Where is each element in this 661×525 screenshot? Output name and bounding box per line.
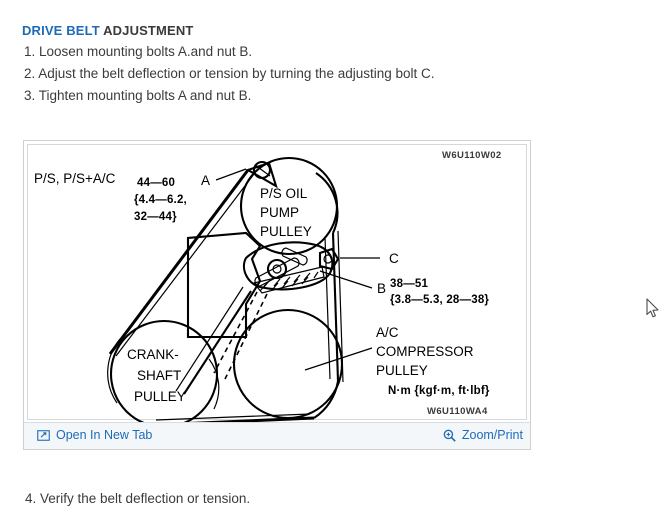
procedure-step-list: 1. Loosen mounting bolts A.and nut B. 2.… (24, 41, 624, 107)
crankshaft-pulley-line2: SHAFT (137, 368, 181, 383)
ps-pump-pulley-line2: PUMP (260, 205, 299, 220)
torque-b-line2: {3.8—5.3, 28—38} (390, 294, 489, 306)
figure-code-top: W6U110W02 (442, 150, 502, 161)
open-in-new-tab-label: Open In New Tab (56, 428, 153, 442)
external-window-icon (37, 429, 50, 442)
torque-a-line3: 32—44} (134, 211, 177, 223)
torque-a-line1: 44—60 (137, 177, 175, 189)
ac-pulley-line1: A/C (376, 325, 399, 340)
ac-pulley-line3: PULLEY (376, 363, 428, 378)
page-title-highlight: DRIVE BELT (22, 23, 100, 38)
drive-belt-routing-diagram: W6U110W02 P/S, P/S+A/C 44—60 {4.4—6.2, 3… (34, 150, 502, 423)
torque-units-note: N·m {kgf·m, ft·lbf} (388, 385, 490, 397)
figure-container: W6U110W02 P/S, P/S+A/C 44—60 {4.4—6.2, 3… (23, 140, 531, 450)
zoom-print-label: Zoom/Print (461, 428, 523, 442)
procedure-step-2: 2. Adjust the belt deflection or tension… (24, 66, 435, 81)
figure-image[interactable]: W6U110W02 P/S, P/S+A/C 44—60 {4.4—6.2, 3… (24, 141, 530, 423)
mouse-cursor (646, 298, 660, 319)
callout-b-label: B (377, 281, 386, 296)
ps-pump-pulley-line1: P/S OIL (260, 186, 308, 201)
procedure-step-4: 4. Verify the belt deflection or tension… (25, 491, 251, 506)
figure-code-bottom: W6U110WA4 (427, 406, 488, 417)
torque-b-line1: 38—51 (390, 278, 428, 290)
torque-a-line2: {4.4—6.2, (134, 194, 187, 206)
callout-c-label: C (389, 251, 399, 266)
ps-pump-pulley-line3: PULLEY (260, 224, 312, 239)
config-label: P/S, P/S+A/C (34, 171, 116, 186)
page-title-rest: ADJUSTMENT (99, 23, 194, 38)
crankshaft-pulley-line3: PULLEY (134, 389, 186, 404)
figure-toolbar: Open In New Tab Zoom/Print (24, 422, 530, 449)
ac-pulley-line2: COMPRESSOR (376, 344, 474, 359)
open-in-new-tab-button[interactable]: Open In New Tab (37, 428, 152, 442)
crankshaft-pulley-line1: CRANK- (127, 347, 179, 362)
procedure-step-3: 3. Tighten mounting bolts A and nut B. (24, 88, 252, 103)
callout-a-label: A (201, 173, 210, 188)
procedure-step-1: 1. Loosen mounting bolts A.and nut B. (24, 44, 253, 59)
page-title: DRIVE BELT ADJUSTMENT (22, 23, 193, 38)
magnifier-plus-icon (443, 429, 456, 442)
zoom-print-button[interactable]: Zoom/Print (443, 428, 523, 442)
